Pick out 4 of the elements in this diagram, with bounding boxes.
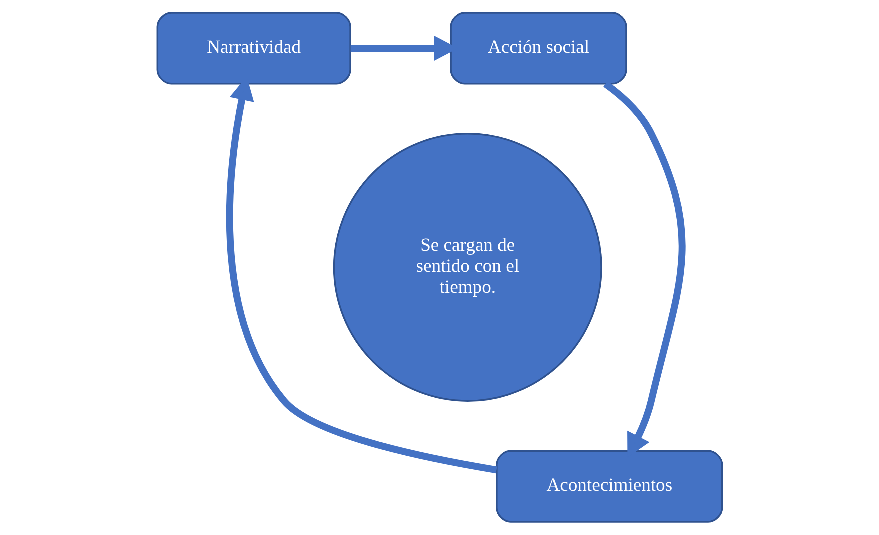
node-box: Acción social [450,12,627,85]
node-box: Acontecimientos [496,450,723,523]
node-box: Narratividad [156,12,351,85]
node-circle: Se cargan de sentido con el tiempo. [332,133,602,402]
